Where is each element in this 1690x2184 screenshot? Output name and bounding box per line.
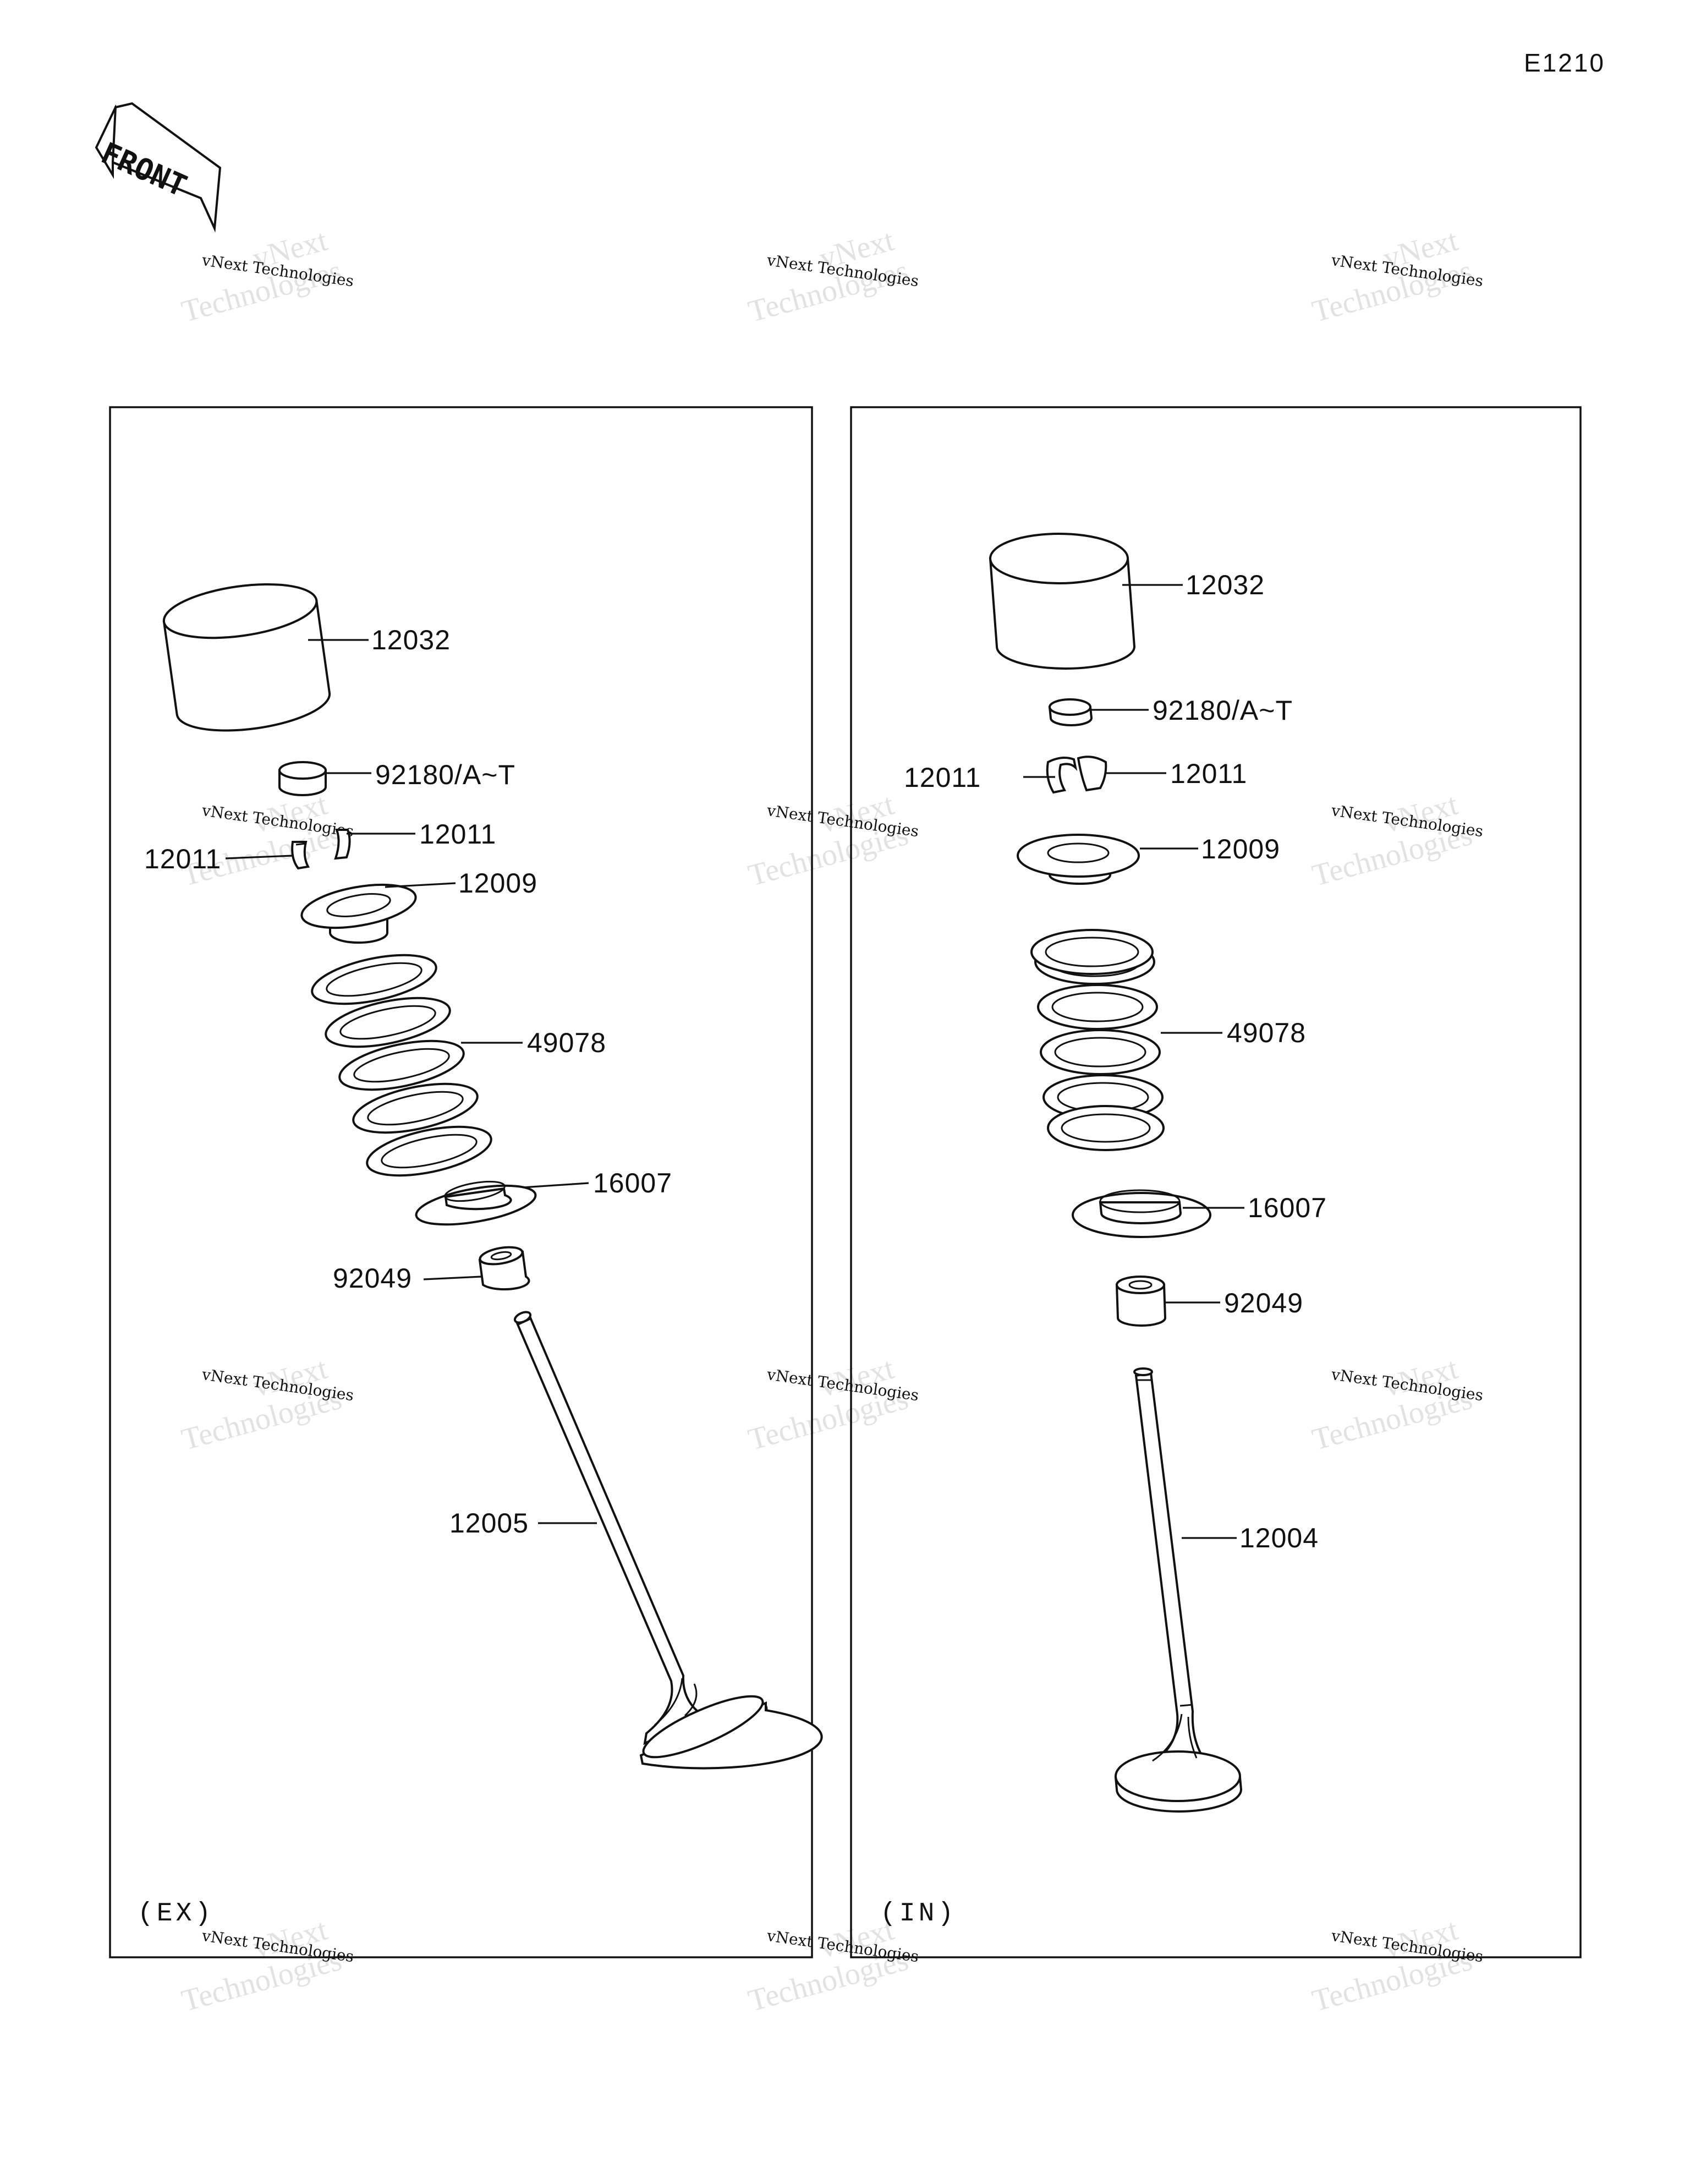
in-valve-part <box>1114 1367 1243 1813</box>
in-stem-seal-callout: 92049 <box>1224 1288 1303 1318</box>
ex-leader-lines <box>225 639 597 1524</box>
in-spring-seat-callout: 16007 <box>1248 1192 1327 1223</box>
in-cotter-right-callout: 12011 <box>1170 758 1247 789</box>
watermark: Technologies vNext <box>1309 787 1476 893</box>
sheet-code: E1210 <box>1524 48 1605 77</box>
ex-stem-seal-callout: 92049 <box>333 1263 412 1294</box>
ex-cotter-left-part <box>291 841 310 870</box>
exhaust-panel-frame <box>109 406 813 1958</box>
ex-shim-callout: 92180/A~T <box>375 759 515 790</box>
exhaust-panel-tag: (EX) <box>138 1899 214 1929</box>
watermark: Technologies vNext <box>178 1351 345 1457</box>
in-retainer-part <box>1017 834 1140 885</box>
in-lifter-callout: 12032 <box>1186 570 1265 600</box>
ex-spring-seat-callout: 16007 <box>593 1168 672 1198</box>
ex-lifter-part <box>162 583 331 732</box>
ex-spring-part <box>311 954 492 1177</box>
ex-valve-callout: 12005 <box>449 1508 529 1539</box>
intake-panel-frame <box>850 406 1582 1958</box>
ex-valve-part <box>513 1311 823 1770</box>
exhaust-parts: 12032 92180/A~T 12011 12011 12009 49078 … <box>144 583 823 1770</box>
ex-spring-callout: 49078 <box>527 1027 606 1058</box>
ex-spring-seat-part <box>415 1180 537 1226</box>
ex-stem-seal-part <box>478 1246 530 1291</box>
in-retainer-callout: 12009 <box>1201 834 1280 864</box>
watermark: Technologies vNext <box>745 1351 912 1457</box>
watermark: Technologies vNext <box>745 787 912 893</box>
ex-shim-part <box>278 761 327 796</box>
watermark: Technologies vNext <box>1309 1351 1476 1457</box>
in-stem-seal-part <box>1115 1276 1167 1327</box>
in-spring-part <box>1030 929 1165 1151</box>
intake-parts: 12032 92180/A~T 12011 12011 12009 49078 … <box>904 533 1327 1813</box>
in-shim-part <box>1048 698 1093 726</box>
ex-lifter-callout: 12032 <box>371 625 451 655</box>
in-spring-callout: 49078 <box>1227 1017 1306 1048</box>
in-cotter-left-part <box>1046 756 1078 794</box>
in-valve-callout: 12004 <box>1239 1523 1319 1553</box>
ex-retainer-part <box>300 884 417 944</box>
ex-cotter-right-part <box>334 829 351 860</box>
ex-cotter-right-callout: 12011 <box>419 819 496 850</box>
in-lifter-part <box>989 533 1136 670</box>
watermark: Technologies vNext <box>178 787 345 893</box>
in-cotter-left-callout: 12011 <box>904 762 981 793</box>
in-leader-lines <box>1023 584 1244 1539</box>
ex-cotter-left-callout: 12011 <box>144 844 221 874</box>
in-cotter-right-part <box>1077 756 1107 792</box>
ex-retainer-callout: 12009 <box>458 868 537 899</box>
in-spring-seat-part <box>1072 1189 1211 1238</box>
intake-panel-tag: (IN) <box>880 1899 957 1929</box>
watermark: Technologies vNext <box>1309 1913 1476 2018</box>
front-direction-arrow-icon: FRONT <box>95 102 222 233</box>
in-shim-callout: 92180/A~T <box>1153 695 1293 726</box>
